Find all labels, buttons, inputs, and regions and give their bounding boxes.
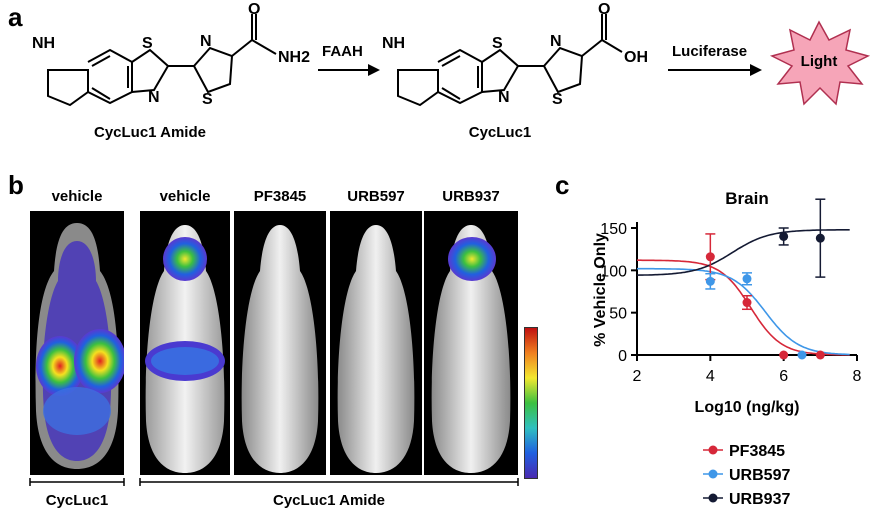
reaction-scheme: NH S N N S O NH2 NH S N N S O OH FAAH Lu… [32,1,871,141]
column-label-urb597: URB597 [347,188,405,205]
x-tick-label: 8 [853,368,862,385]
x-axis-label: Log10 (ng/kg) [695,399,800,416]
data-point-pf3845 [815,350,825,360]
legend-label-urb597: URB597 [729,467,790,484]
panel-letter-b: b [8,170,24,200]
y-tick-label: 0 [618,348,627,365]
atom-n-2: N [200,33,212,50]
atom-n-1: N [148,89,160,106]
data-point-pf3845 [705,252,715,262]
atom-o-1: O [248,1,260,18]
product-light: Light [801,53,838,70]
atom-nh-2: NH [382,35,405,52]
chart-title: Brain [725,189,768,208]
data-point-urb597 [797,350,807,360]
y-tick-label: 150 [600,221,627,238]
panel-letter-a: a [8,2,23,32]
compound-label-1: CycLuc1 Amide [94,124,206,141]
enzyme-faah: FAAH [322,43,363,60]
compound-label-2: CycLuc1 [469,124,532,141]
fit-curve-urb597 [637,267,850,356]
column-label-vehicle-2: vehicle [159,188,211,205]
panel-letter-c: c [555,170,570,200]
x-tick-label: 2 [633,368,642,385]
fit-curve-urb937 [636,229,850,276]
data-point-urb937 [779,231,789,241]
x-tick-label: 4 [706,368,715,385]
group-brackets [29,478,519,486]
column-label-vehicle-1: vehicle [51,188,103,205]
legend-marker [708,469,718,479]
atom-n-4: N [550,33,562,50]
y-tick-label: 50 [609,306,627,323]
mouse-image-urb937 [424,211,518,475]
legend-marker [708,445,718,455]
atom-s-3: S [492,35,503,52]
x-tick-label: 6 [779,368,788,385]
mouse-image-vehicle [140,211,230,475]
enzyme-luciferase: Luciferase [672,43,747,60]
group-label-cycluc1-amide: CycLuc1 Amide [273,492,385,509]
data-point-pf3845 [742,298,752,308]
mouse-image-pf3845 [234,211,326,475]
light-burst-icon [769,20,871,106]
y-tick-label: 100 [600,263,627,280]
column-label-pf3845: PF3845 [253,188,307,205]
legend-label-urb937: URB937 [729,491,790,508]
group-label-cycluc1: CycLuc1 [45,492,109,509]
atom-n-3: N [498,89,510,106]
atom-oh: OH [624,49,648,66]
mouse-image-cycluc1-vehicle [30,211,124,475]
atom-o-2: O [598,1,610,18]
luminescence-color-scale [524,327,538,479]
data-point-urb937 [815,233,825,243]
legend-marker [708,493,718,503]
atom-s-1: S [142,35,153,52]
atom-nh-1: NH [32,35,55,52]
y-axis-label: % Vehicle Only [592,233,609,347]
mouse-image-urb597 [330,211,422,475]
atom-s-4: S [552,91,563,108]
legend-label-pf3845: PF3845 [729,443,785,460]
data-point-urb597 [705,276,715,286]
data-point-pf3845 [779,350,789,360]
data-point-urb597 [742,274,752,284]
column-label-urb937: URB937 [442,188,500,205]
atom-nh2: NH2 [278,49,310,66]
dose-response-chart: Brain % Vehicle Only Log10 (ng/kg) 2 4 6 8 0… [592,189,862,508]
atom-s-2: S [202,91,213,108]
